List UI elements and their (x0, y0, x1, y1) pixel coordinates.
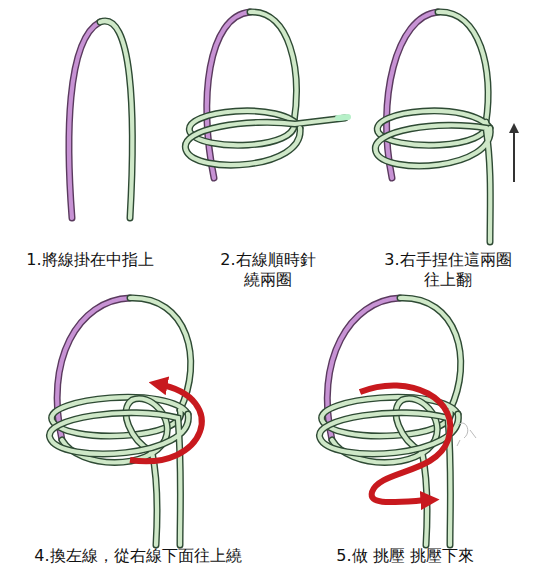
step-caption: 1.將線掛在中指上 (5, 250, 175, 270)
step-caption: 4.換左線，從右線下面往上繞 (2, 546, 274, 566)
direction-arrow (130, 384, 202, 461)
step-3-cord (375, 12, 514, 242)
up-arrow (513, 128, 515, 182)
step-1-cord (69, 21, 132, 218)
step-caption: 5.做 挑壓 挑壓下來 (280, 546, 530, 566)
direction-arrow (360, 385, 450, 502)
finger-sketch (457, 423, 476, 446)
step-caption: 2.右線順時針 繞兩圈 (209, 250, 327, 290)
step-caption: 3.右手捏住這兩圈 往上翻 (381, 250, 515, 290)
step-5-cord (319, 298, 476, 545)
step-2-cord (185, 12, 348, 178)
step-4-cord (49, 298, 201, 545)
